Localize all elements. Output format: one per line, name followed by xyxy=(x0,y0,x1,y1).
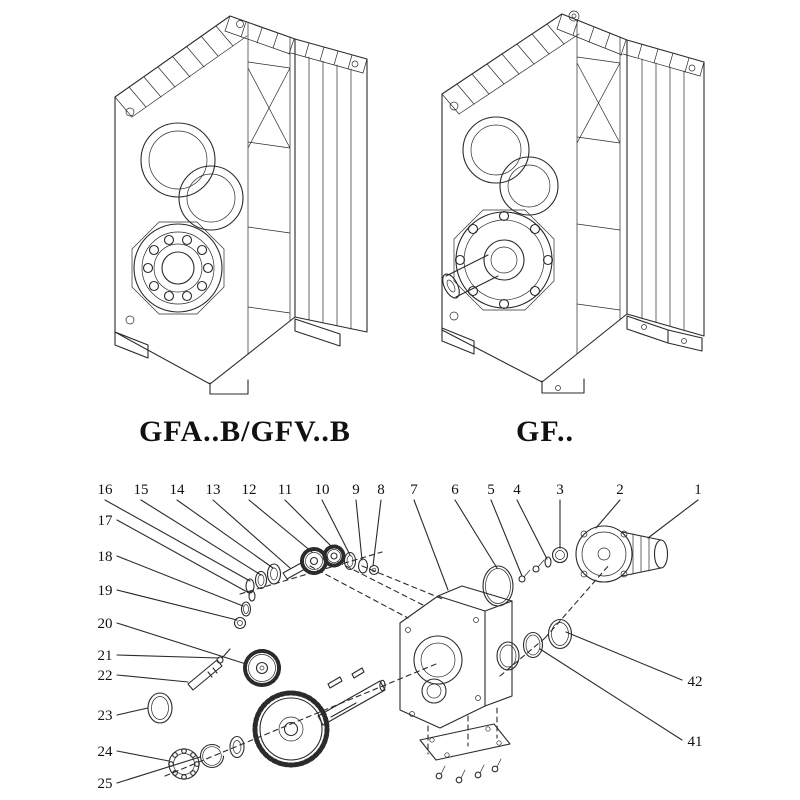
callout-16: 16 xyxy=(98,482,114,498)
gearbox-gfab-drawing xyxy=(114,15,368,395)
figure-gf xyxy=(412,2,732,402)
callout-1: 1 xyxy=(694,482,702,498)
callout-numbers: 16 15 14 13 12 11 10 9 8 7 6 5 4 3 2 1 1… xyxy=(98,482,703,792)
callout-11: 11 xyxy=(278,482,292,498)
callout-21: 21 xyxy=(98,648,113,664)
part-base-gasket xyxy=(419,723,511,784)
gearbox-gf-drawing xyxy=(441,10,705,394)
part-output-shaft-assembly xyxy=(168,667,386,780)
gearbox-gfab-body xyxy=(114,15,368,395)
callout-2: 2 xyxy=(616,482,624,498)
callout-7: 7 xyxy=(410,482,418,498)
part-intermediate-gear-set xyxy=(147,590,281,724)
alignment-axes xyxy=(164,551,611,777)
leader-lines xyxy=(104,499,699,784)
part-input-shaft-assembly xyxy=(245,544,380,594)
callout-14: 14 xyxy=(170,482,186,498)
callout-15: 15 xyxy=(134,482,149,498)
exploded-view: 16 15 14 13 12 11 10 9 8 7 6 5 4 3 2 1 1… xyxy=(98,482,703,792)
callout-22: 22 xyxy=(98,668,113,684)
callout-10: 10 xyxy=(315,482,330,498)
callout-4: 4 xyxy=(513,482,521,498)
callout-19: 19 xyxy=(98,583,113,599)
callout-5: 5 xyxy=(487,482,495,498)
figure-gfab xyxy=(90,2,400,402)
callout-20: 20 xyxy=(98,616,113,632)
part-housing xyxy=(399,585,513,729)
callout-23: 23 xyxy=(98,708,113,724)
callout-18: 18 xyxy=(98,549,113,565)
callout-3: 3 xyxy=(556,482,564,498)
gearbox-gf-body xyxy=(441,10,705,394)
flange-bolt-holes xyxy=(454,210,554,310)
model-label-gf: GF.. xyxy=(516,415,574,448)
part-seals-and-rings xyxy=(482,546,573,671)
callout-8: 8 xyxy=(377,482,385,498)
model-label-gfab: GFA..B/GFV..B xyxy=(139,415,351,448)
callout-41: 41 xyxy=(688,734,703,750)
bearing-balls-exploded xyxy=(168,748,200,780)
callout-12: 12 xyxy=(242,482,257,498)
callout-25: 25 xyxy=(98,776,113,792)
callout-42: 42 xyxy=(688,674,703,690)
part-motor-unit xyxy=(575,525,669,583)
callout-9: 9 xyxy=(352,482,360,498)
callout-24: 24 xyxy=(98,744,114,760)
callout-13: 13 xyxy=(206,482,221,498)
callout-17: 17 xyxy=(98,513,114,529)
callout-6: 6 xyxy=(451,482,459,498)
bearing-balls xyxy=(142,234,214,302)
